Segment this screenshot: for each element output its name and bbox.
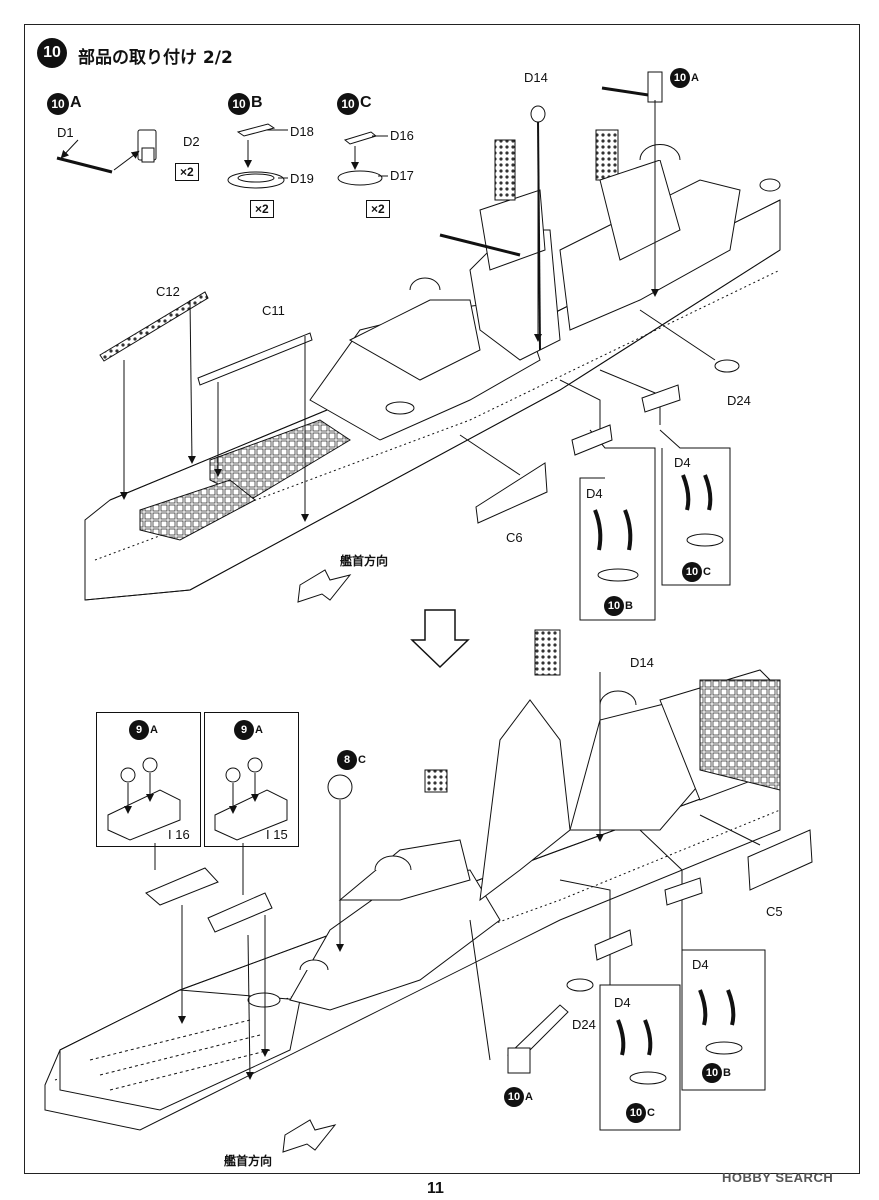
watermark-hobbysearch: HOBBY SEARCH: [722, 1170, 834, 1185]
lower-d4-parts: [594, 877, 743, 1085]
lower-deck: [59, 989, 301, 1111]
progress-arrow: [410, 609, 470, 669]
part-label-d17: D17: [390, 168, 414, 183]
lower-ref-9a-1-letter: A: [150, 724, 158, 736]
quantity-badge-c: ×2: [366, 200, 390, 218]
upper-arrows: [120, 100, 716, 522]
lower-ref-8c-badge: 8: [337, 750, 357, 770]
lower-ref-8c-letter: C: [358, 754, 366, 766]
upper-label-c6: C6: [506, 530, 523, 545]
lower-bow-arrow: [282, 1119, 337, 1153]
lower-ref-10a-letter: A: [525, 1091, 533, 1103]
lower-ref-10a-badge: 10: [504, 1087, 524, 1107]
lower-label-c5: C5: [766, 904, 783, 919]
lower-ref-9a-2-letter: A: [255, 724, 263, 736]
upper-ref-10c-badge: 10: [682, 562, 702, 582]
subassembly-a-badge: 10: [47, 93, 69, 115]
lower-ref-9a-1-badge: 9: [129, 720, 149, 740]
upper-d4-parts: [571, 384, 724, 582]
part-label-d1: D1: [57, 125, 74, 140]
upper-ref-10a-badge: 10: [670, 68, 690, 88]
part-label-d19: D19: [290, 171, 314, 186]
upper-launcher-grid: [139, 419, 351, 541]
turret-box-right-parts: [214, 757, 288, 841]
upper-ref-10a-letter: A: [691, 72, 699, 84]
upper-label-d4-left: D4: [586, 486, 603, 501]
subassembly-a-letter: A: [70, 94, 82, 111]
lower-ref-10b-letter: B: [723, 1067, 731, 1079]
lower-superstructure: [247, 629, 781, 1011]
turret-callout-i16: [96, 712, 201, 847]
lower-d4-frame-right: [681, 949, 766, 1091]
subassembly-c-letter: C: [360, 94, 372, 111]
subassembly-a-drawing: [56, 129, 157, 174]
lower-label-d14: D14: [630, 655, 654, 670]
quantity-badge-b: ×2: [250, 200, 274, 218]
page-frame: [24, 24, 860, 1174]
subassembly-c-drawing: [337, 131, 388, 186]
upper-label-c11: C11: [262, 303, 285, 318]
upper-parts: [99, 71, 740, 524]
lower-label-d4-left: D4: [614, 995, 631, 1010]
lower-ref-9a-2-badge: 9: [234, 720, 254, 740]
upper-ref-10c-letter: C: [703, 566, 711, 578]
step-number-badge: 10: [37, 38, 67, 68]
lower-ref-10c-letter: C: [647, 1107, 655, 1119]
page-number: 11: [427, 1180, 444, 1197]
step-title: 部品の取り付け 2/2: [78, 48, 233, 68]
upper-label-d24: D24: [727, 393, 751, 408]
quantity-badge-a: ×2: [175, 163, 199, 181]
upper-label-c12: C12: [156, 284, 180, 299]
upper-ref-10b-badge: 10: [604, 596, 624, 616]
turret-box-left-parts: [107, 757, 181, 841]
lower-bow-direction-label: 艦首方向: [224, 1154, 273, 1168]
subassembly-b-letter: B: [251, 94, 263, 111]
upper-d4-frame-left: [579, 429, 656, 621]
turret-callout-i15: [204, 712, 299, 847]
upper-bow-direction-label: 艦首方向: [340, 554, 389, 568]
part-label-d18: D18: [290, 124, 314, 139]
part-label-d2: D2: [183, 134, 200, 149]
lower-label-d24: D24: [572, 1017, 596, 1032]
lower-label-i15: I 15: [266, 827, 288, 842]
subassembly-b-drawing: [227, 123, 288, 189]
lower-parts: [145, 774, 813, 1074]
lower-label-d4-right: D4: [692, 957, 709, 972]
upper-ref-10b-letter: B: [625, 600, 633, 612]
subassembly-b-badge: 10: [228, 93, 250, 115]
part-label-d16: D16: [390, 128, 414, 143]
upper-label-d14: D14: [524, 70, 548, 85]
upper-bow-arrow: [297, 569, 352, 603]
lower-label-i16: I 16: [168, 827, 190, 842]
lower-ref-10c-badge: 10: [626, 1103, 646, 1123]
lower-ref-10b-badge: 10: [702, 1063, 722, 1083]
upper-label-d4-right: D4: [674, 455, 691, 470]
subassembly-c-badge: 10: [337, 93, 359, 115]
upper-d4-frame-right: [659, 429, 731, 586]
